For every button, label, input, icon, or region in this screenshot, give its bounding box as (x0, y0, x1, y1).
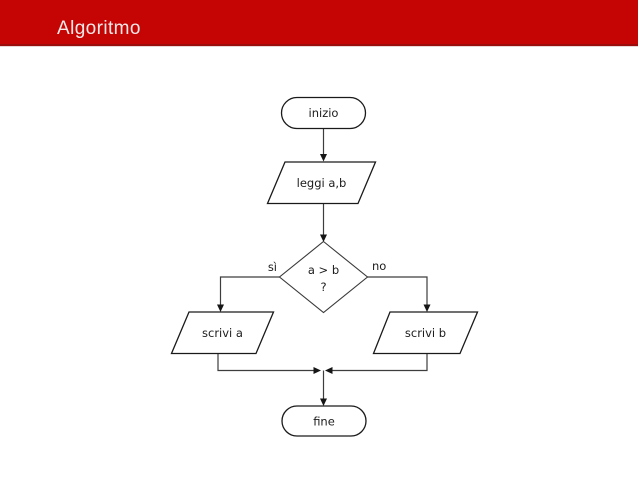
slide-header: Algoritmo (0, 0, 638, 46)
node-start-label: inizio (309, 106, 339, 120)
parallelogram-shape (266, 161, 377, 205)
edge-write-a-to-merge (217, 353, 321, 374)
node-end-label: fine (313, 415, 335, 429)
parallelogram-shape (170, 311, 275, 355)
edge-decision-no-to-write-b (367, 276, 431, 312)
flowchart-edges (217, 128, 431, 406)
node-start-terminator: inizio (280, 96, 367, 130)
node-read-input-parallelogram: leggi a,b (266, 161, 377, 205)
node-write-b-label: scrivi b (405, 326, 446, 340)
node-decision-diamond: a > b ? (278, 240, 369, 314)
edge-write-b-to-merge (325, 353, 428, 374)
node-read-input-label: leggi a,b (297, 176, 347, 190)
diamond-shape (278, 240, 369, 314)
branch-label-no: no (372, 259, 386, 273)
edge-decision-yes-to-write-a (217, 276, 280, 312)
node-end-terminator: fine (281, 405, 367, 437)
terminator-shape (281, 405, 367, 437)
node-write-a-parallelogram: scrivi a (170, 311, 275, 355)
parallelogram-shape (372, 311, 479, 355)
node-decision-label-line2: ? (320, 280, 326, 294)
branch-label-yes: sì (268, 260, 277, 274)
node-write-a-label: scrivi a (202, 326, 243, 340)
slide-title: Algoritmo (57, 18, 141, 39)
flowchart-nodes: inizio leggi a,b a > b ? sì no scrivi a … (170, 96, 479, 437)
node-decision-label-line1: a > b (308, 263, 339, 277)
terminator-shape (280, 96, 367, 130)
node-write-b-parallelogram: scrivi b (372, 311, 479, 355)
